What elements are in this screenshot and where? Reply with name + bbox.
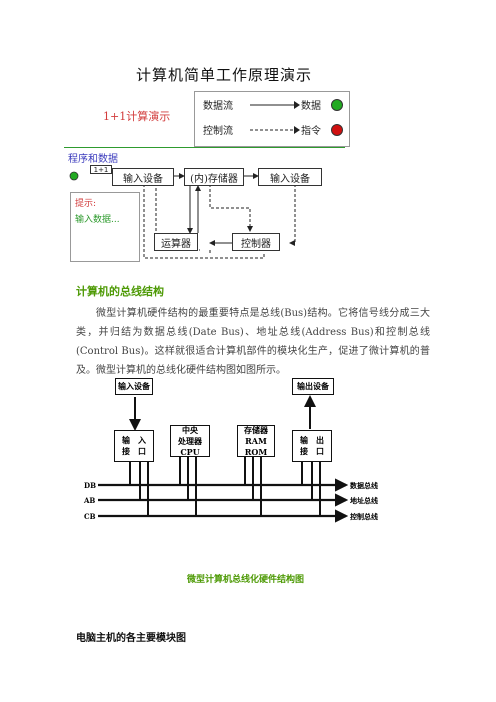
output-port-line1: 输 出 — [300, 435, 324, 445]
bus-cpu-box: 中央 处理器 CPU — [170, 425, 210, 457]
dashed-arrow-icon — [250, 126, 300, 134]
cpu-line1: 中央 — [182, 424, 198, 435]
figure1-title: 计算机简单工作原理演示 — [136, 66, 313, 84]
bus-input-port-box: 输 入 接 口 — [114, 430, 154, 462]
red-instruction-dot-icon — [331, 124, 343, 136]
bus-input-device-box: 输入设备 — [115, 378, 153, 395]
start-dot-icon — [69, 171, 79, 181]
address-bus-label: 地址总线 — [350, 496, 378, 505]
input-port-line1: 输 入 — [122, 435, 146, 445]
control-bus-label: 控制总线 — [350, 512, 378, 521]
demo-link[interactable]: 1+1计算演示 — [103, 110, 171, 123]
cb-label: CB — [84, 512, 96, 521]
alu-box: 运算器 — [154, 233, 198, 251]
cpu-line2: 处理器 — [178, 435, 202, 446]
bus-description-paragraph: 微型计算机硬件结构的最重要特点是总线(Bus)结构。它将信号线分成三大类，并归结… — [76, 308, 430, 376]
bus-memory-box: 存储器 RAM ROM — [237, 425, 275, 457]
bus-output-port-box: 输 出 接 口 — [292, 430, 332, 462]
input-port-line2: 接 口 — [122, 446, 146, 456]
legend-panel: 数据流 数据 控制流 指令 — [194, 91, 350, 147]
memory-line2: RAM — [245, 435, 267, 446]
memory-box: (内)存储器 — [184, 168, 244, 186]
bus-diagram-lines — [98, 395, 349, 523]
hint-title: 提示: — [75, 199, 97, 209]
green-divider — [64, 147, 345, 148]
output-port-line2: 接 口 — [300, 446, 324, 456]
green-data-dot-icon — [331, 99, 343, 111]
solid-arrow-icon — [250, 101, 300, 109]
hint-box: 提示: 输入数据... — [70, 192, 140, 262]
bus-output-device-box: 输出设备 — [292, 378, 334, 395]
section-heading-modules: 电脑主机的各主要模块图 — [76, 633, 186, 644]
legend-data-flow-label: 数据流 — [203, 101, 233, 112]
memory-line3: ROM — [244, 446, 268, 457]
db-label: DB — [84, 481, 96, 490]
controller-box: 控制器 — [232, 233, 280, 251]
ab-label: AB — [84, 496, 96, 505]
legend-control-flow-label: 控制流 — [203, 126, 233, 137]
legend-instruction-label: 指令 — [301, 126, 321, 137]
cpu-line3: CPU — [180, 446, 200, 457]
memory-line1: 存储器 — [244, 424, 268, 435]
input-device-box: 输入设备 — [112, 168, 174, 186]
section-heading-bus: 计算机的总线结构 — [76, 285, 164, 298]
legend-data-label: 数据 — [301, 101, 321, 112]
figure2-caption: 微型计算机总线化硬件结构图 — [187, 575, 305, 585]
hint-text: 输入数据... — [75, 215, 120, 225]
data-bus-label: 数据总线 — [350, 481, 378, 490]
output-device-box: 输入设备 — [258, 168, 322, 186]
input-value-box: 1+1 — [90, 165, 112, 174]
program-data-label: 程序和数据 — [68, 154, 118, 165]
